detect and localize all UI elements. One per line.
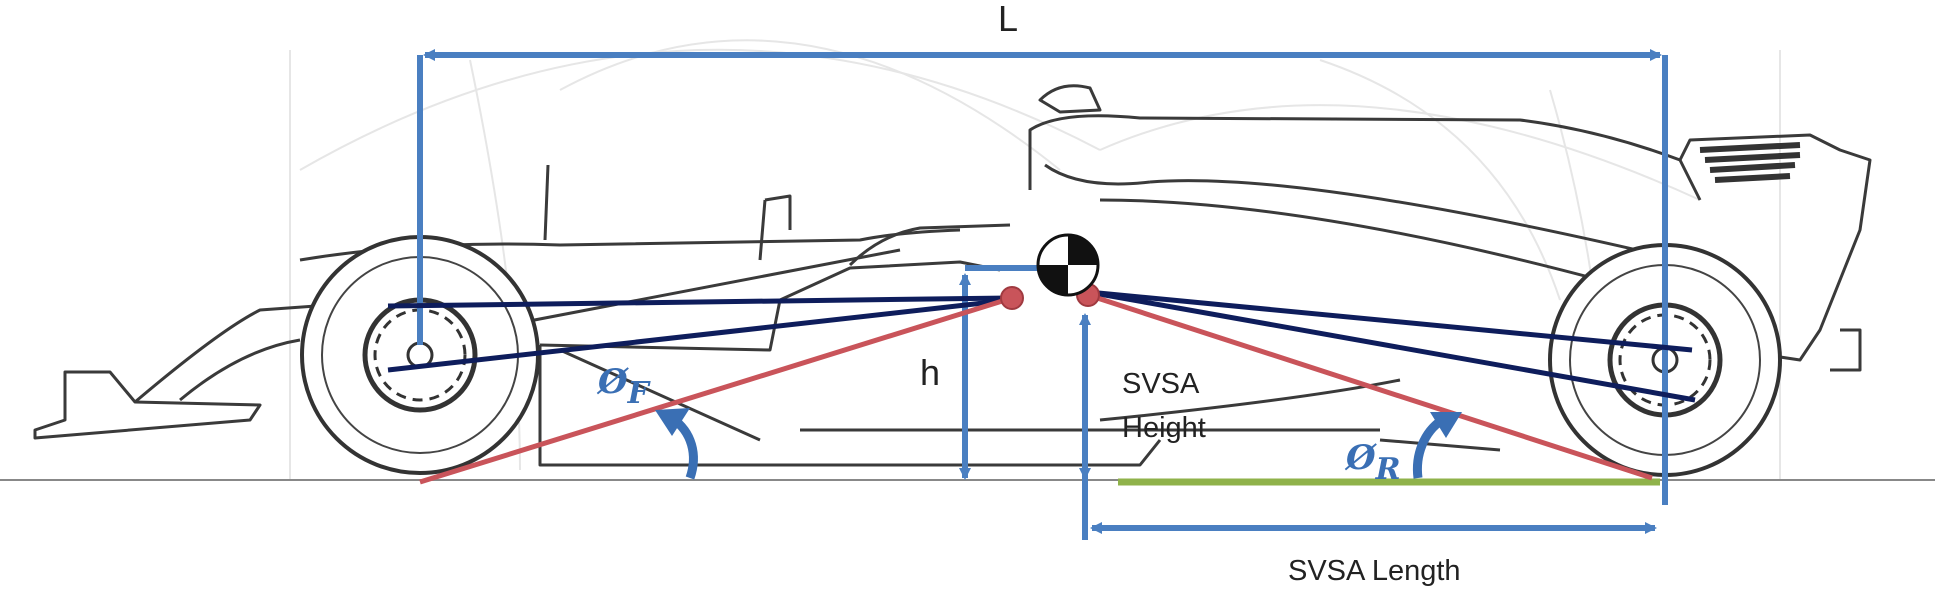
wheelbase-dimension (417, 49, 1668, 505)
rear-anti-angle-label: ØR (1346, 438, 1401, 487)
front-anti-angle-label: ØF (598, 362, 649, 411)
cg-height-dimension (959, 265, 1040, 480)
svsa-lines (419, 292, 1653, 485)
front-instant-center-dot (1000, 286, 1024, 310)
svsa-height-label-line1: SVSA (1122, 368, 1200, 400)
front-wheel (300, 235, 540, 475)
cg-checker-icon (1036, 233, 1100, 297)
svsa-height-label-line2: Height (1122, 412, 1206, 444)
wheelbase-label: L (998, 0, 1019, 39)
svsa-height-label: SVSA Height (1122, 362, 1206, 450)
suspension-links (387, 289, 1696, 403)
svsa-length-label: SVSA Length (1288, 555, 1461, 587)
rear-angle-arrow-icon (1412, 416, 1445, 479)
front-angle-arrow-head-icon (655, 408, 690, 436)
cg-height-label: h (920, 352, 941, 393)
rear-angle-arrow-head-icon (1430, 412, 1462, 438)
